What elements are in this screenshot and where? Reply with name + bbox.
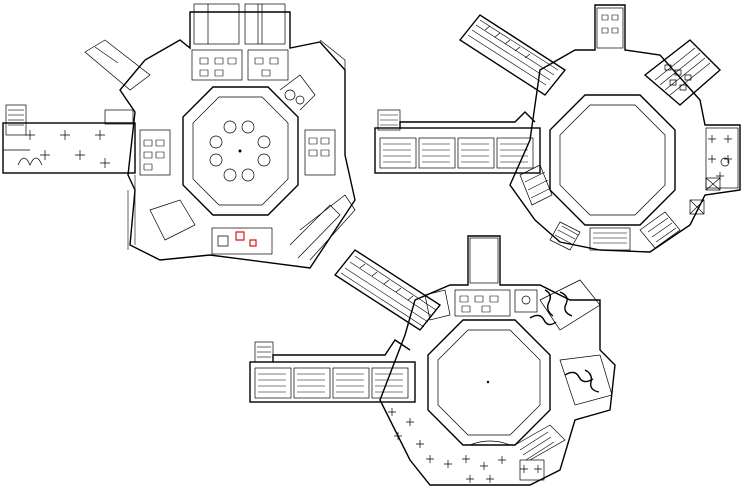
floor-plan-1 xyxy=(2,3,356,269)
plan-3-north-rooms xyxy=(424,289,538,321)
plan-3-west-wing xyxy=(249,339,416,403)
plan-1-octagon xyxy=(182,86,299,216)
floor-plan-2 xyxy=(374,4,741,253)
plan-3-ne-wing xyxy=(529,279,613,406)
plan-2-classrooms-south xyxy=(519,157,730,251)
plan-1-west-hall xyxy=(2,104,136,174)
plan-2-ne-wing xyxy=(643,39,722,106)
plan-3-octagon xyxy=(427,319,551,446)
plan-2-outer-walls xyxy=(509,4,741,253)
floor-plan-3 xyxy=(249,235,616,486)
plan-1-round-tables xyxy=(209,120,271,182)
plan-1-outer-walls xyxy=(84,3,356,269)
plan-2-west-wing xyxy=(374,109,541,174)
plan-2-classrooms-west xyxy=(379,137,534,169)
plan-3-nw-wing xyxy=(333,249,442,331)
plan-2-nw-wing xyxy=(458,14,567,96)
plan-3-south-lounge xyxy=(388,408,566,483)
plan-2-octagon xyxy=(549,94,676,226)
plan-1-rooms xyxy=(127,49,336,255)
plan-3-outer-walls xyxy=(379,235,616,486)
plan-3-classrooms-west xyxy=(254,367,409,399)
